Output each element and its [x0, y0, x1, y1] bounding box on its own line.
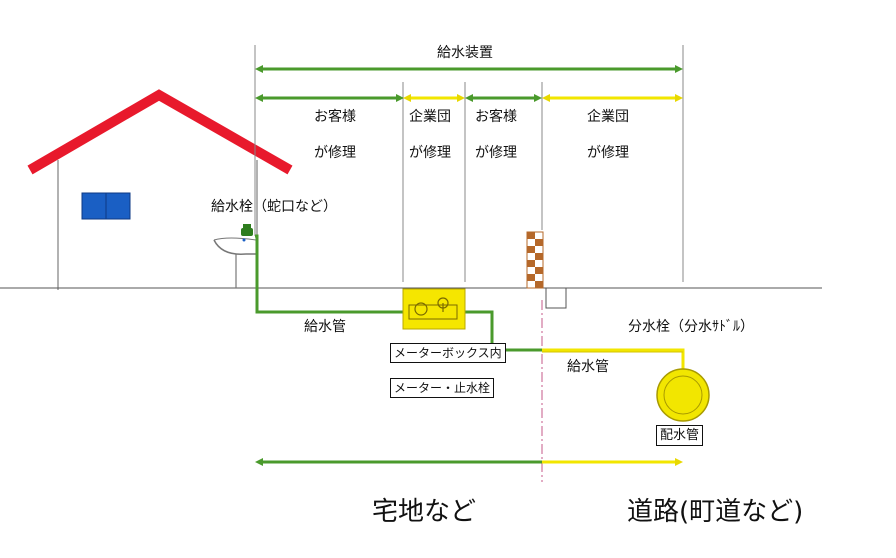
- meter-icon: [414, 302, 428, 316]
- segment-company-2-line2: が修理: [587, 145, 629, 161]
- pipe-public-label: 給水管: [567, 359, 609, 375]
- segment-company-2-line1: 企業団: [587, 109, 629, 125]
- supply-pipe-public: [542, 348, 685, 380]
- meter-valve-label: メーター・止水栓: [390, 378, 495, 398]
- branch-valve-label: 分水栓（分水ｻﾄﾞﾙ）: [628, 319, 754, 335]
- pipe-private-label: 給水管: [304, 319, 346, 335]
- faucet-label: 給水栓（蛇口など）: [211, 199, 337, 215]
- main-pipe-label: 配水管: [656, 425, 704, 446]
- segment-company-1-line2: が修理: [409, 145, 451, 161]
- supply-pipe-meter-out: [462, 310, 542, 352]
- diagram-title: 給水装置: [437, 45, 493, 61]
- faucet-icon: [213, 224, 257, 288]
- brick-pillar: [526, 231, 544, 289]
- supply-pipe-private: [255, 234, 406, 314]
- area-public-label: 道路(町道など): [627, 497, 804, 527]
- meter-box: [402, 288, 466, 330]
- house-roof: [27, 89, 293, 175]
- distribution-main-pipe: [656, 368, 710, 422]
- segment-customer-2-line2: が修理: [475, 145, 517, 161]
- segment-company-1-line1: 企業団: [409, 109, 451, 125]
- segment-customer-1-line2: が修理: [314, 145, 356, 161]
- area-private-label: 宅地など: [372, 497, 477, 527]
- segment-customer-1-line1: お客様: [314, 109, 356, 125]
- meter-box-label: メーターボックス内: [390, 343, 506, 363]
- house: [27, 89, 293, 290]
- division-lines: [254, 45, 684, 282]
- segment-customer-2-line1: お客様: [475, 109, 517, 125]
- road-gutter: [545, 288, 567, 309]
